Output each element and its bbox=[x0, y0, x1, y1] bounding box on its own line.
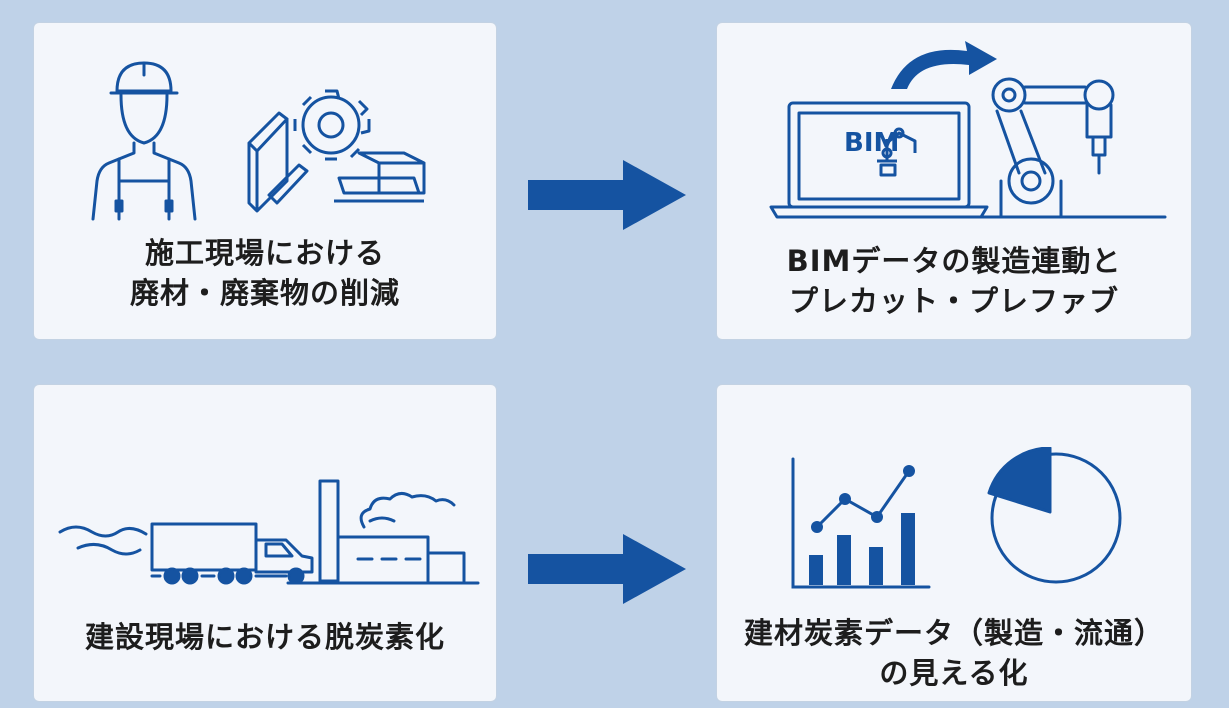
card-label: 施工現場における 廃材・廃棄物の削減 bbox=[34, 233, 496, 313]
card-label: 建材炭素データ（製造・流通） の見える化 bbox=[717, 613, 1191, 693]
card-carbon-visualization: 建材炭素データ（製造・流通） の見える化 bbox=[716, 384, 1192, 702]
card-label-line1: 建設現場における脱炭素化 bbox=[84, 620, 445, 654]
card-label-line2: の見える化 bbox=[879, 656, 1029, 690]
right-arrow-icon bbox=[528, 160, 686, 230]
pie-chart-icon bbox=[987, 447, 1122, 584]
card-decarbonization: 建設現場における脱炭素化 bbox=[33, 384, 497, 702]
card-label: BIMデータの製造連動と プレカット・プレファブ bbox=[717, 241, 1191, 321]
card-label-line2: 廃材・廃棄物の削減 bbox=[129, 276, 400, 310]
gear-materials-icon bbox=[247, 89, 426, 213]
truck-icon bbox=[58, 522, 314, 585]
card-label-line1: 建材炭素データ（製造・流通） bbox=[743, 616, 1164, 650]
card-label-line1: 施工現場における bbox=[144, 236, 385, 270]
bar-line-chart-icon bbox=[791, 457, 931, 589]
card-label-line1: BIMデータの製造連動と bbox=[786, 244, 1122, 278]
screen-label: BIM bbox=[844, 128, 899, 158]
robot-arm-icon bbox=[979, 77, 1167, 219]
card-bim-prefab: BIM BIMデータの製造連動と プレカット・プレファブ bbox=[716, 22, 1192, 340]
curved-arrow-icon bbox=[891, 41, 997, 89]
factory-icon bbox=[286, 479, 480, 585]
card-label: 建設現場における脱炭素化 bbox=[34, 617, 496, 657]
worker-icon bbox=[91, 61, 197, 221]
card-label-line2: プレカット・プレファブ bbox=[788, 284, 1119, 318]
right-arrow-icon bbox=[528, 534, 686, 604]
laptop-bim-icon: BIM bbox=[769, 101, 989, 219]
card-waste-reduction: 施工現場における 廃材・廃棄物の削減 bbox=[33, 22, 497, 340]
